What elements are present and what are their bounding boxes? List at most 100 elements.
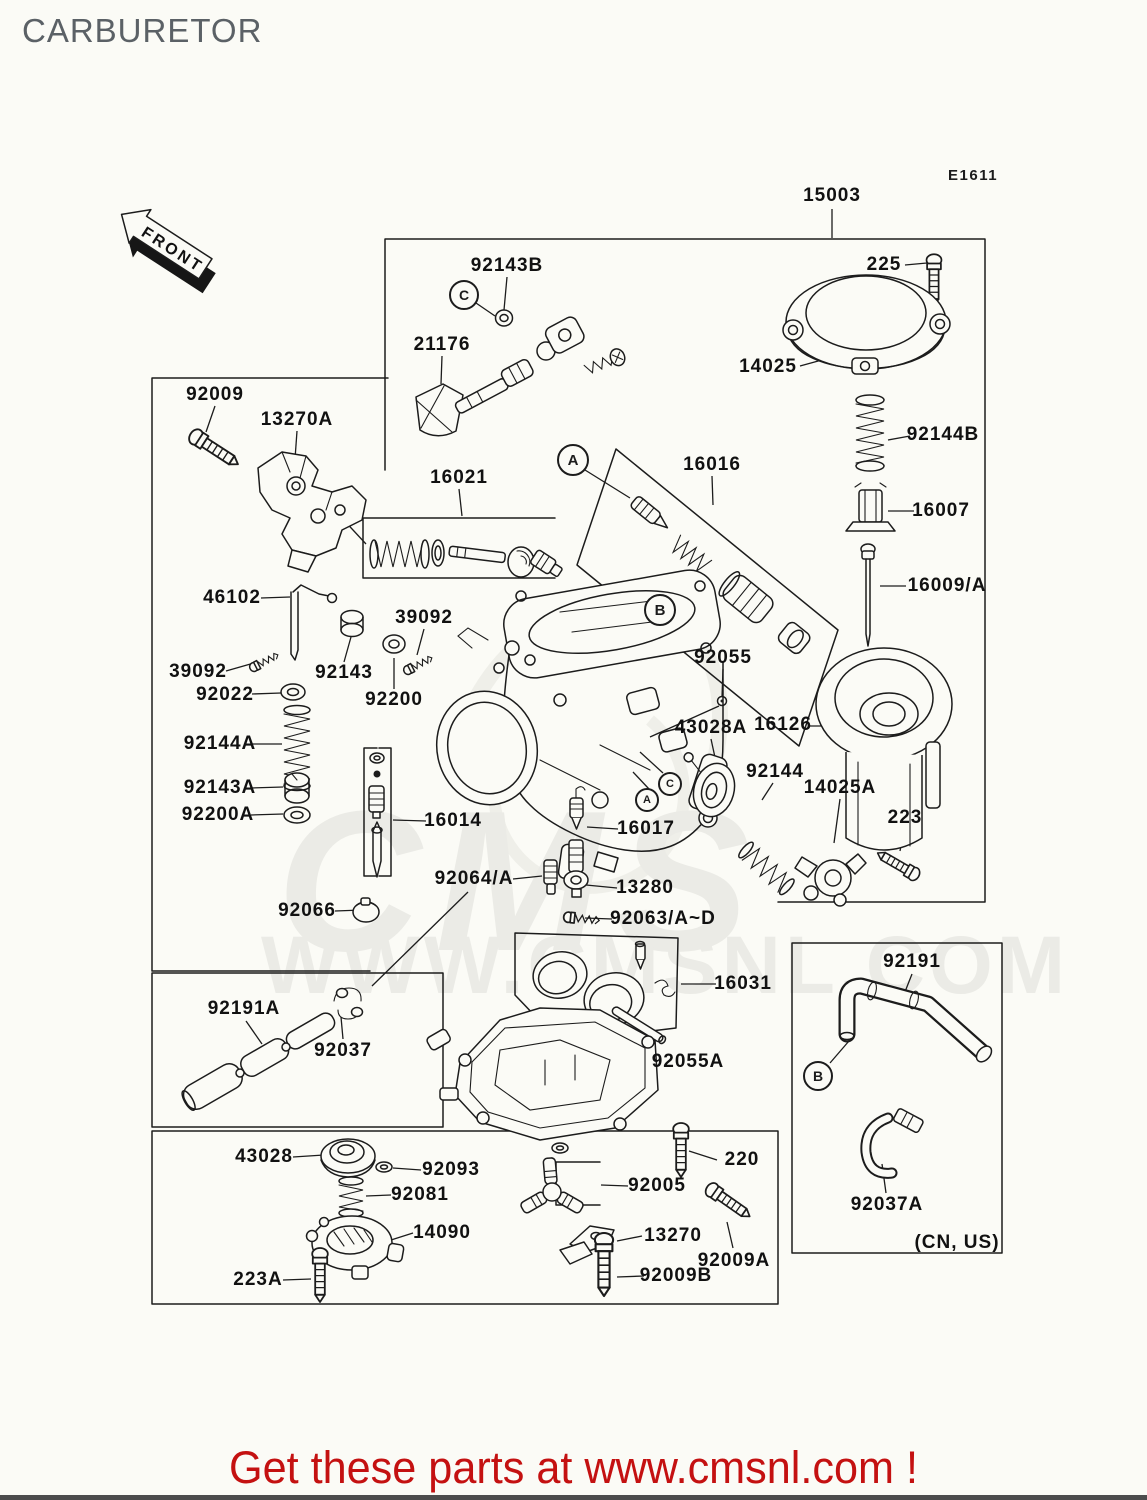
drawing-clamp-92037a bbox=[860, 1108, 924, 1179]
part-label-43028: 43028 bbox=[235, 1146, 293, 1167]
drawing-cover-14025 bbox=[782, 274, 951, 375]
drawing-ring-92143b bbox=[494, 309, 514, 327]
part-label-92005: 92005 bbox=[628, 1175, 686, 1196]
part-label-92143b: 92143B bbox=[470, 255, 544, 276]
drawing-diaphragm-cup-43028 bbox=[320, 1138, 376, 1178]
drawing-screw-92009a bbox=[702, 1179, 755, 1224]
part-label-223: 223 bbox=[887, 807, 923, 828]
drawing-hose-92191 bbox=[838, 977, 993, 1063]
drawing-needle-valve-16017 bbox=[569, 786, 586, 830]
drawing-throttle-stop-16021 bbox=[369, 539, 563, 578]
drawing-diaphragm-16126 bbox=[815, 647, 953, 851]
part-label-92009a: 92009A bbox=[697, 1250, 771, 1271]
part-label-225: 225 bbox=[866, 254, 902, 275]
drawing-screw-92009 bbox=[185, 425, 244, 472]
part-label-16007: 16007 bbox=[912, 500, 970, 521]
ref-marker-b: B bbox=[644, 594, 676, 626]
drawing-bushing-92143a bbox=[284, 772, 310, 804]
part-label-92143: 92143 bbox=[315, 662, 373, 683]
part-label-39092: 39092 bbox=[395, 607, 453, 628]
part-label-92064a: 92064/A bbox=[434, 868, 514, 889]
drawing-clamp-92037 bbox=[333, 987, 364, 1020]
drawing-oring-92093 bbox=[375, 1161, 393, 1173]
drawing-washer-92200a bbox=[283, 806, 311, 824]
drawing-screw-223a bbox=[311, 1247, 329, 1303]
drawing-holder-16007 bbox=[845, 482, 896, 532]
part-label-92200a: 92200A bbox=[181, 804, 255, 825]
part-label-39092: 39092 bbox=[169, 661, 227, 682]
part-label-16021: 16021 bbox=[430, 467, 488, 488]
part-label-92055a: 92055A bbox=[651, 1051, 725, 1072]
drawing-plug-92066 bbox=[352, 897, 380, 923]
drawing-washer-92022 bbox=[280, 683, 306, 701]
part-label-14025a: 14025A bbox=[803, 777, 877, 798]
part-label-16014: 16014 bbox=[424, 810, 482, 831]
front-arrow: FRONT bbox=[120, 208, 216, 294]
part-label-92066: 92066 bbox=[278, 900, 336, 921]
part-label-21176: 21176 bbox=[413, 334, 471, 355]
drawing-spring-92081 bbox=[338, 1176, 364, 1218]
page-title: CARBURETOR bbox=[22, 12, 263, 49]
part-label-92200: 92200 bbox=[365, 689, 423, 710]
drawing-main-jet-13280 bbox=[563, 839, 589, 898]
part-label-16017: 16017 bbox=[617, 818, 675, 839]
part-label-92143a: 92143A bbox=[183, 777, 257, 798]
part-label-16009a: 16009/A bbox=[907, 575, 987, 596]
watermark-url-text: WWW.CMSNL.COM bbox=[261, 920, 1069, 1011]
drawing-washer-92200 bbox=[382, 634, 406, 654]
part-label-92081: 92081 bbox=[391, 1184, 449, 1205]
part-label-cnus: (CN, US) bbox=[914, 1232, 1000, 1253]
drawing-screw-223 bbox=[873, 846, 923, 884]
drawing-needle-set-16014 bbox=[368, 752, 385, 878]
drawing-starter-14025a bbox=[794, 853, 867, 907]
drawing-screw-92009b bbox=[593, 1231, 615, 1298]
part-label-92144: 92144 bbox=[746, 761, 804, 782]
ref-marker-a: A bbox=[635, 788, 659, 812]
drawing-oring-92055 bbox=[716, 695, 728, 707]
part-label-13280: 13280 bbox=[616, 877, 674, 898]
drawing-screw-220 bbox=[672, 1122, 690, 1178]
part-label-14025: 14025 bbox=[739, 356, 797, 377]
part-label-15003: 15003 bbox=[803, 185, 861, 206]
ref-marker-c: C bbox=[658, 772, 682, 796]
drawing-tfitting-92005 bbox=[520, 1142, 584, 1214]
drawing-float-bowl-92055a bbox=[426, 1007, 659, 1141]
drawing-spring-92144b bbox=[855, 394, 885, 472]
part-label-92055: 92055 bbox=[694, 647, 752, 668]
drawing-bracket-13270a bbox=[257, 451, 367, 573]
part-label-92009: 92009 bbox=[186, 384, 244, 405]
diagram-code: E1611 bbox=[948, 167, 999, 184]
drawing-hose-92191a bbox=[181, 1012, 336, 1111]
drawing-screw-16009a bbox=[860, 543, 876, 647]
drawing-cover-14090 bbox=[305, 1215, 405, 1280]
part-label-92144b: 92144B bbox=[906, 424, 980, 445]
footer-link-text: Get these parts at www.cmsnl.com ! bbox=[228, 1442, 919, 1493]
drawing-jet-92064a bbox=[543, 859, 558, 895]
part-label-16126: 16126 bbox=[754, 714, 812, 735]
part-label-92093: 92093 bbox=[422, 1159, 480, 1180]
part-label-16016: 16016 bbox=[683, 454, 741, 475]
drawing-rod-46102 bbox=[290, 584, 338, 661]
leader-lines bbox=[205, 209, 928, 1281]
drawing-sensor-21176 bbox=[415, 316, 626, 437]
part-label-92144a: 92144A bbox=[183, 733, 257, 754]
drawing-spring-92144 bbox=[738, 841, 795, 896]
ref-marker-c: C bbox=[449, 280, 479, 310]
part-label-92191a: 92191A bbox=[207, 998, 281, 1019]
drawing-bushing-92143 bbox=[340, 609, 364, 638]
part-label-92063ad: 92063/A~D bbox=[610, 908, 716, 929]
part-label-92037a: 92037A bbox=[850, 1194, 924, 1215]
part-label-92037: 92037 bbox=[314, 1040, 372, 1061]
part-label-13270: 13270 bbox=[644, 1225, 702, 1246]
part-label-14090: 14090 bbox=[413, 1222, 471, 1243]
part-label-92191: 92191 bbox=[883, 951, 941, 972]
part-label-43028a: 43028A bbox=[674, 717, 748, 738]
drawing-screw-39092-left bbox=[247, 650, 281, 674]
part-label-92022: 92022 bbox=[196, 684, 254, 705]
drawing-valve-set-16016 bbox=[630, 496, 811, 655]
part-label-46102: 46102 bbox=[203, 587, 261, 608]
drawing-screw-39092-right bbox=[401, 653, 435, 677]
part-label-220: 220 bbox=[724, 1149, 760, 1170]
